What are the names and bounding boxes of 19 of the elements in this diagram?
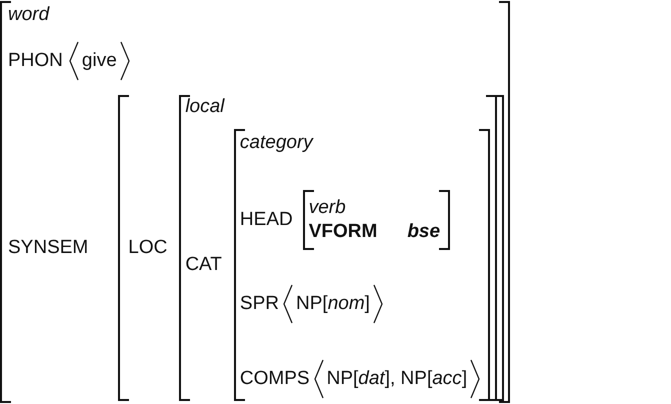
attribute-label: HEAD [240, 208, 293, 232]
value-label: NP[nom] [296, 292, 370, 316]
value-label: bse [407, 220, 440, 244]
value-label: NP[dat], NP[acc] [326, 366, 468, 391]
type-label: local [185, 95, 224, 119]
attribute-label: COMPS [240, 366, 310, 391]
attribute-label: SPR [240, 292, 279, 316]
type-label: word [8, 3, 50, 27]
value-label: give [82, 49, 117, 73]
type-label: category [240, 131, 313, 155]
attribute-label: SYNSEM [8, 236, 88, 260]
attribute-label: PHON [8, 49, 63, 73]
list-value [283, 284, 383, 324]
type-label: verb [308, 196, 346, 220]
list-value [314, 358, 480, 399]
attribute-label: LOC [128, 236, 168, 260]
attribute-label: CAT [185, 253, 222, 277]
list-value [68, 41, 130, 81]
attribute-label: VFORM [308, 220, 378, 244]
